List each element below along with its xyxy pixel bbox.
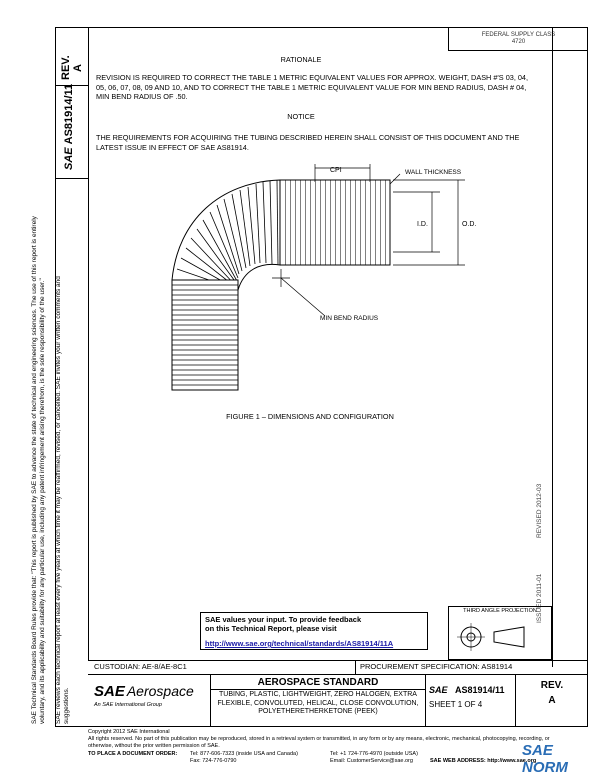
footer-web: SAE WEB ADDRESS: http://www.sae.org [430, 758, 537, 764]
footer-email: Email: CustomerService@sae.org [330, 758, 413, 764]
logo-sae: SAE [94, 683, 125, 700]
logo-aerospace: Aerospace [126, 683, 194, 699]
custodian: CUSTODIAN: AE-8/AE-8C1 [94, 662, 187, 671]
rev-divider [515, 674, 516, 727]
wall-thickness-label: WALL THICKNESS [405, 169, 462, 176]
feedback-line1: SAE values your input. To provide feedba… [205, 615, 362, 624]
footer-fax: Fax: 724-776-0790 [190, 758, 237, 764]
footer-copyright: Copyright 2012 SAE International [88, 729, 170, 735]
docid-box-divider [55, 178, 88, 179]
tubing-figure: CPI WALL THICKNESS I.D. O.D. MIN BEND RA… [171, 164, 476, 391]
doc-id-vertical: SAE AS81914/11 [63, 84, 75, 170]
doc-number-box: SAE AS81914/11 [429, 680, 505, 698]
footer-rights: All rights reserved. No part of this pub… [88, 736, 550, 749]
rev-value: A [548, 695, 556, 706]
logo-tagline: An SAE International Group [94, 702, 162, 708]
federal-supply-class-box: FEDERAL SUPPLY CLASS 4720 [448, 27, 588, 51]
page-frame [55, 27, 588, 727]
title-block-mid-line [88, 674, 588, 675]
document-title: TUBING, PLASTIC, LIGHTWEIGHT, ZERO HALOG… [217, 691, 419, 715]
notice-title: NOTICE [287, 112, 315, 121]
title-divider [425, 674, 426, 727]
procurement-specification: PROCUREMENT SPECIFICATION: AS81914 [360, 662, 513, 671]
sheet-number: SHEET 1 OF 4 [429, 700, 483, 709]
rev-label-vertical: REV. [60, 55, 72, 80]
tube-body [171, 179, 391, 391]
doc-number: AS81914/11 [454, 685, 505, 695]
projection-symbol [457, 623, 525, 651]
feedback-line2: on this Technical Report, please visit [205, 624, 337, 633]
cpi-label: CPI [330, 167, 342, 174]
right-column-divider [552, 27, 553, 667]
rev-box-divider [55, 85, 88, 86]
federal-supply-class-value: 4720 [511, 39, 526, 45]
min-bend-radius-label: MIN BEND RADIUS [320, 315, 379, 322]
technical-standards-notice-line2: voluntary, and its applicability and sui… [39, 278, 46, 724]
feedback-box: SAE values your input. To provide feedba… [200, 612, 428, 650]
rev-value-vertical: A [72, 64, 84, 72]
custodian-divider [355, 660, 356, 674]
outer-diameter-label: O.D. [462, 221, 476, 228]
rev-label: REV. [540, 680, 564, 691]
title-block-top-line [88, 660, 588, 661]
footer-order-label: TO PLACE A DOCUMENT ORDER: [88, 751, 178, 757]
projection-label: THIRD ANGLE PROJECTION [463, 608, 537, 614]
doc-id-vertical-text: AS81914/11 [63, 83, 75, 145]
rationale-title: RATIONALE [280, 55, 322, 64]
sae-norm-watermark: SAE NORM [522, 742, 568, 776]
projection-box: THIRD ANGLE PROJECTION [448, 606, 552, 660]
feedback-link[interactable]: http://www.sae.org/technical/standards/A… [205, 639, 394, 648]
notice-text: THE REQUIREMENTS FOR ACQUIRING THE TUBIN… [96, 133, 520, 152]
footer-tel-intl: Tel: +1 724-776-4970 (outside USA) [330, 751, 418, 757]
logo-divider [210, 674, 211, 727]
rationale-text: REVISION IS REQUIRED TO CORRECT THE TABL… [96, 73, 529, 101]
figure-caption: FIGURE 1 – DIMENSIONS AND CONFIGURATION [226, 412, 394, 421]
technical-standards-notice-line1: SAE Technical Standards Board Rules prov… [31, 216, 38, 724]
left-column-divider [88, 27, 89, 660]
inner-diameter-label: I.D. [417, 221, 428, 228]
heading-underline [210, 689, 425, 690]
footer-tel-us: Tel: 877-606-7323 (inside USA and Canada… [190, 751, 298, 757]
dimension-lines [272, 164, 465, 317]
doc-number-sae: SAE [429, 685, 448, 695]
sae-mark-vertical: SAE [63, 147, 75, 170]
federal-supply-class-label: FEDERAL SUPPLY CLASS [481, 32, 556, 38]
aerospace-standard-heading: AEROSPACE STANDARD [257, 677, 379, 688]
revised-date: REVISED 2012-03 [536, 483, 543, 538]
